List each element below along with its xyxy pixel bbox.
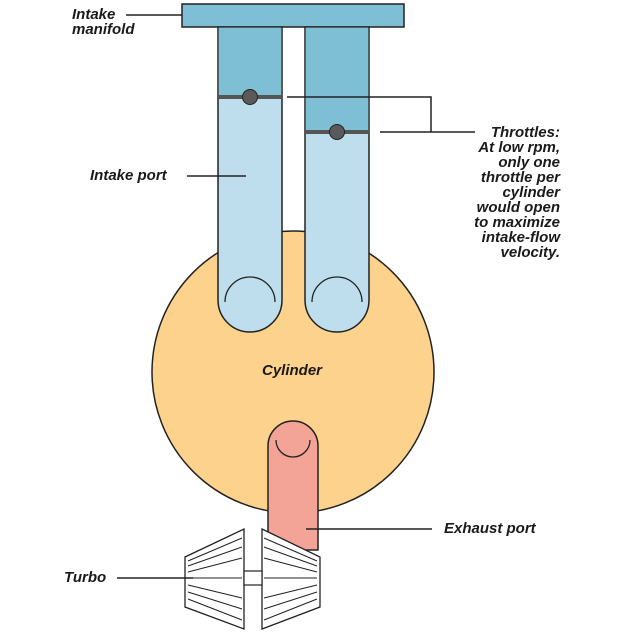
leader-throttle-left [287,96,432,132]
label-exhaust-port: Exhaust port [444,520,536,537]
exhaust-valve [275,439,311,458]
throttles-line: would open [476,199,560,216]
throttles-line: cylinder [502,184,560,201]
intake-manifold [181,3,405,28]
label-cylinder: Cylinder [262,362,323,379]
throttle-right [305,124,369,140]
intake-valve-right [311,276,363,303]
label-turbo: Turbo [64,569,107,586]
throttles-line: Throttles: [490,124,560,141]
label-intake-port: Intake port [90,167,167,184]
label-throttles: Throttles: At low rpm, only one throttle… [474,125,560,260]
throttles-line: intake-flow [481,229,560,246]
throttles-line: throttle per [480,169,560,186]
throttles-line: only one [498,154,560,171]
turbo-left-housing [184,527,245,630]
intake-runner-left-upper [218,27,282,98]
intake-valve-left [224,276,276,303]
throttles-line: to maximize [474,214,560,231]
throttles-line: velocity. [500,244,560,261]
turbo [184,527,321,630]
intake-runner-left [217,26,283,333]
label-intake-manifold: Intake manifold [72,6,135,38]
throttles-line: At low rpm, [478,139,560,156]
throttle-left [218,89,282,105]
exhaust-port [267,420,319,551]
turbo-shaft [243,570,263,586]
intake-runner-right-upper [305,27,369,133]
